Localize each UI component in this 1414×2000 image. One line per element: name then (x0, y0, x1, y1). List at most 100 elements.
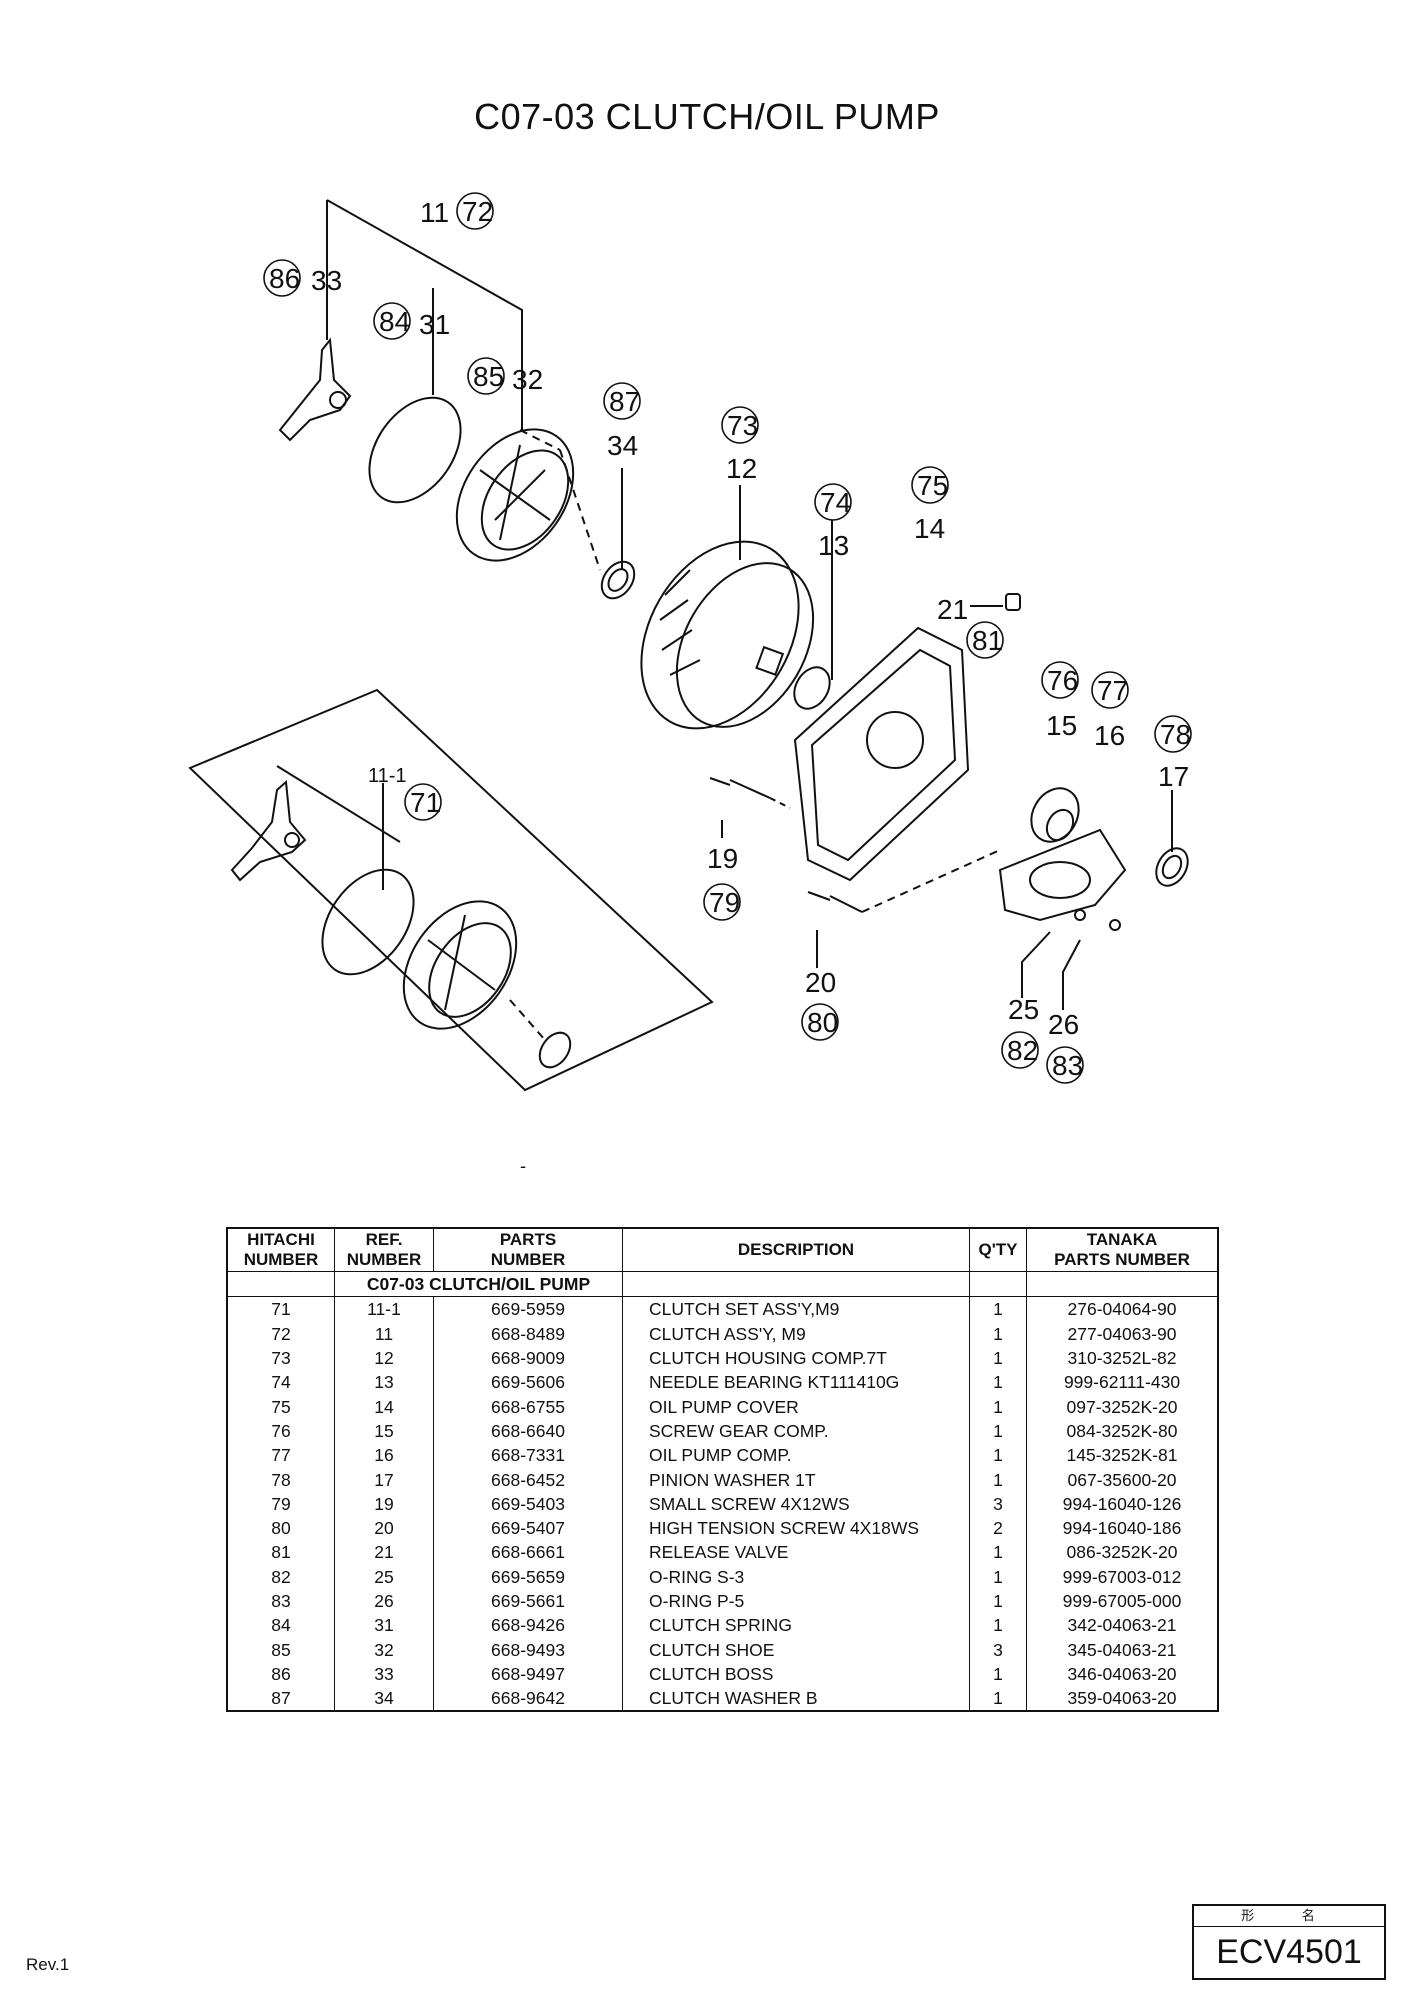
cell-tanaka-parts-number: 346-04063-20 (1026, 1661, 1219, 1687)
clutch-shoe-upper (455, 428, 575, 562)
svg-text:84: 84 (379, 306, 410, 337)
cell-description: CLUTCH SHOE (622, 1637, 970, 1662)
header-ref-number: REF.NUMBER (334, 1227, 434, 1272)
cell-description: OIL PUMP COMP. (622, 1443, 970, 1468)
svg-text:87: 87 (609, 386, 640, 417)
cell-tanaka-parts-number: 310-3252L-82 (1026, 1345, 1219, 1371)
callout-14: 14 (914, 513, 945, 544)
cell-ref-number: 11 (334, 1321, 434, 1346)
svg-text:73: 73 (727, 410, 758, 441)
cell-hitachi-number: 83 (226, 1588, 335, 1614)
cell-parts-number: 668-9426 (433, 1613, 623, 1638)
svg-text:85: 85 (473, 361, 504, 392)
cell-parts-number: 668-6661 (433, 1540, 623, 1565)
cell-qty: 3 (969, 1491, 1027, 1516)
cell-ref-number: 15 (334, 1418, 434, 1444)
callout-25: 25 (1008, 994, 1039, 1025)
cell-tanaka-parts-number: 097-3252K-20 (1026, 1394, 1219, 1419)
cell-hitachi-number: 79 (226, 1491, 335, 1516)
cell-qty: 1 (969, 1296, 1027, 1322)
callout-13: 13 (818, 530, 849, 561)
cell-qty: 1 (969, 1418, 1027, 1444)
table-group-row: C07-03 CLUTCH/OIL PUMP (226, 1271, 1219, 1298)
callout-76: 76 (1041, 661, 1079, 699)
revision-label: Rev.1 (26, 1955, 70, 1974)
cell-ref-number: 34 (334, 1686, 434, 1712)
pinion-washer (1155, 847, 1189, 887)
cell-parts-number: 669-5659 (433, 1564, 623, 1589)
cell-qty: 1 (969, 1321, 1027, 1346)
cell-tanaka-parts-number: 067-35600-20 (1026, 1467, 1219, 1492)
callout-17: 17 (1158, 761, 1189, 792)
cell-qty: 1 (969, 1345, 1027, 1371)
clutch-washer-b (600, 560, 636, 600)
header-qty: Q'TY (969, 1227, 1027, 1272)
high-tension-screw (807, 891, 863, 913)
cell-qty: 1 (969, 1467, 1027, 1492)
oil-pump-cover (793, 626, 970, 882)
exploded-parts-diagram: 11 72 86 33 84 31 85 32 87 34 73 12 74 1… (188, 192, 1192, 1176)
cell-hitachi-number: 81 (226, 1540, 335, 1565)
cell-hitachi-number: 71 (226, 1296, 335, 1322)
callout-75: 75 (911, 466, 949, 504)
cell-tanaka-parts-number: 086-3252K-20 (1026, 1540, 1219, 1565)
callout-78: 78 (1154, 715, 1192, 753)
cell-parts-number: 668-8489 (433, 1321, 623, 1346)
callout-83: 83 (1046, 1046, 1084, 1084)
clutch-boss-lower (230, 779, 307, 882)
cell-hitachi-number: 76 (226, 1418, 335, 1444)
cell-ref-number: 16 (334, 1443, 434, 1468)
callout-86: 86 (263, 259, 301, 297)
cell-hitachi-number: 87 (226, 1686, 335, 1712)
cell-ref-number: 21 (334, 1540, 434, 1565)
callout-26: 26 (1048, 1009, 1079, 1040)
cell-qty: 1 (969, 1443, 1027, 1468)
cell-hitachi-number: 80 (226, 1515, 335, 1541)
callout-32: 32 (512, 364, 543, 395)
callout-80: 80 (801, 1003, 839, 1041)
svg-text:79: 79 (709, 887, 740, 918)
svg-text:76: 76 (1047, 665, 1078, 696)
needle-bearing (793, 666, 831, 710)
clutch-spring-ring-lower (321, 868, 415, 976)
callout-33: 33 (311, 265, 342, 296)
cell-ref-number: 17 (334, 1467, 434, 1492)
svg-text:81: 81 (972, 625, 1003, 656)
cell-ref-number: 20 (334, 1515, 434, 1541)
cell-description: CLUTCH WASHER B (622, 1686, 970, 1712)
svg-text:86: 86 (269, 263, 300, 294)
cell-parts-number: 669-5407 (433, 1515, 623, 1541)
cell-parts-number: 668-9497 (433, 1661, 623, 1687)
cell-parts-number: 668-6755 (433, 1394, 623, 1419)
cell-description: NEEDLE BEARING KT111410G (622, 1370, 970, 1395)
cell-tanaka-parts-number: 999-67005-000 (1026, 1588, 1219, 1614)
cell-qty: 1 (969, 1613, 1027, 1638)
cell-description: OIL PUMP COVER (622, 1394, 970, 1419)
clutch-shoe-lower (402, 900, 518, 1030)
cell-ref-number: 13 (334, 1370, 434, 1395)
cell-tanaka-parts-number: 277-04063-90 (1026, 1321, 1219, 1346)
small-screw (709, 777, 771, 799)
svg-text:77: 77 (1097, 675, 1128, 706)
cell-ref-number: 33 (334, 1661, 434, 1687)
cell-description: CLUTCH ASS'Y, M9 (622, 1321, 970, 1346)
cell-qty: 1 (969, 1661, 1027, 1687)
cell-hitachi-number: 72 (226, 1321, 335, 1346)
cell-ref-number: 14 (334, 1394, 434, 1419)
cell-description: CLUTCH SPRING (622, 1613, 970, 1638)
cell-hitachi-number: 75 (226, 1394, 335, 1419)
